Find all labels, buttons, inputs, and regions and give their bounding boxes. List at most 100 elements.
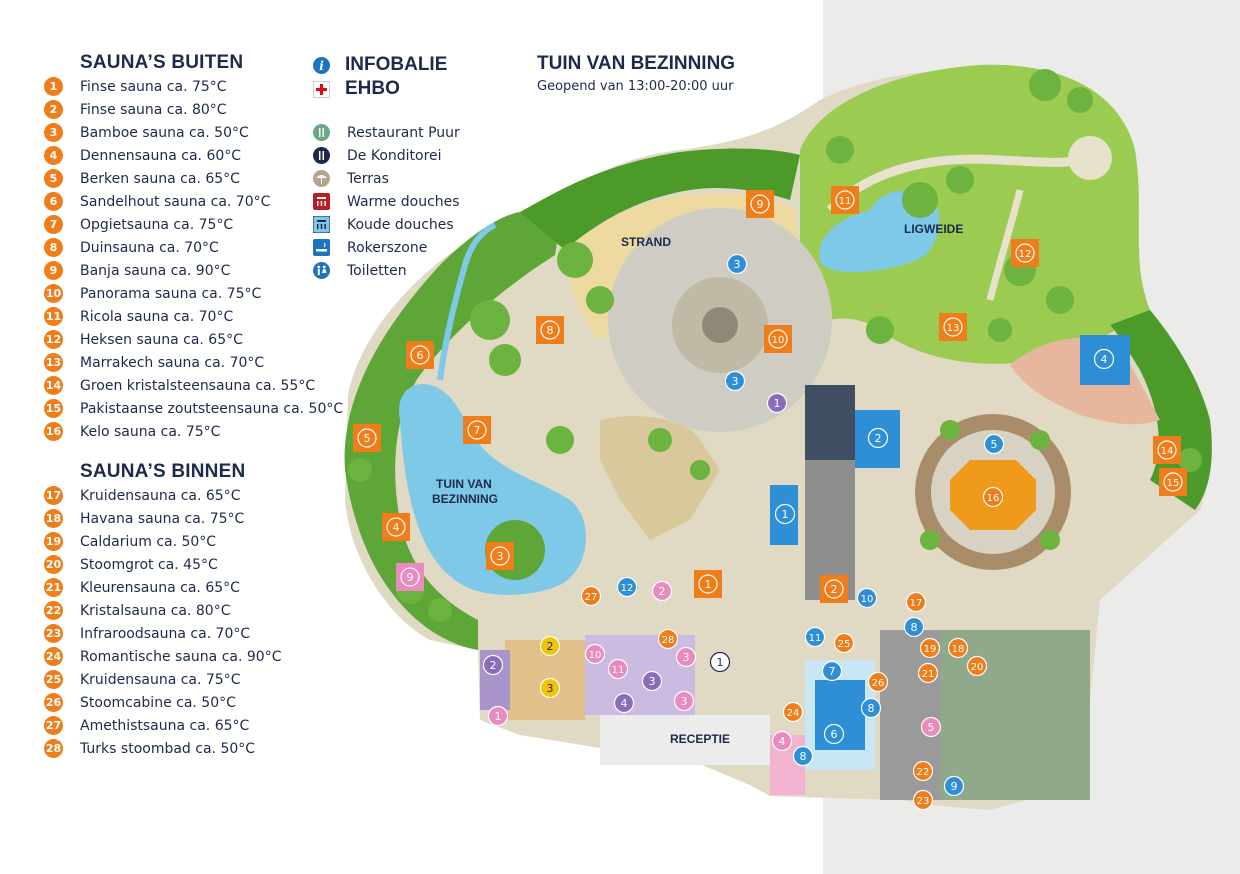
sauna-number-badge: 14	[44, 376, 63, 395]
map-marker: 22	[912, 760, 934, 782]
svg-text:3: 3	[732, 375, 739, 388]
map-marker: 2	[651, 580, 673, 602]
sauna-number-badge: 11	[44, 307, 63, 326]
facility-item: Rokerszone	[313, 236, 460, 259]
map-label-tuin-1: TUIN VAN	[436, 477, 492, 491]
smoking-icon	[313, 239, 330, 256]
map-marker: 21	[917, 662, 939, 684]
ehbo-label: EHBO	[345, 78, 400, 99]
map-marker: 8	[536, 316, 564, 344]
svg-text:2: 2	[659, 585, 666, 598]
ligweide-path	[826, 153, 1087, 214]
map-marker: 19	[919, 637, 941, 659]
tuin-stream	[437, 222, 497, 381]
svg-text:12: 12	[1019, 249, 1032, 260]
svg-text:4: 4	[779, 735, 786, 748]
map-marker: 4	[1093, 348, 1115, 370]
map-marker: 12	[616, 576, 638, 598]
svg-text:20: 20	[971, 662, 984, 673]
map-marker: 3	[539, 677, 561, 699]
map-marker: 5	[983, 433, 1005, 455]
map-label-receptie: RECEPTIE	[670, 732, 730, 746]
receptie-area	[600, 715, 770, 765]
map-label-ligweide: LIGWEIDE	[904, 222, 963, 236]
svg-text:1: 1	[705, 578, 712, 591]
map-marker: 4	[382, 513, 410, 541]
map-marker: 26	[867, 671, 889, 693]
map-marker: 11	[804, 626, 826, 648]
outdoor-title: SAUNA’S BUITEN	[80, 52, 244, 73]
map-marker: 18	[947, 637, 969, 659]
svg-text:3: 3	[547, 682, 554, 695]
sauna-number-badge: 4	[44, 146, 63, 165]
svg-text:8: 8	[547, 324, 554, 337]
legend-item: 25 Kruidensauna ca. 75°C	[44, 668, 281, 691]
map-marker: 3	[724, 370, 746, 392]
sauna-number-badge: 6	[44, 192, 63, 211]
sauna-label: Kleurensauna ca. 65°C	[80, 579, 240, 596]
svg-text:4: 4	[1101, 353, 1108, 366]
svg-text:6: 6	[831, 728, 838, 741]
svg-text:1: 1	[782, 508, 789, 521]
map-label-strand: STRAND	[621, 235, 671, 249]
sauna-number-badge: 7	[44, 215, 63, 234]
sauna-number-badge: 19	[44, 532, 63, 551]
sauna-number-badge: 22	[44, 601, 63, 620]
map-marker: 15	[1159, 468, 1187, 496]
sauna-label: Heksen sauna ca. 65°C	[80, 331, 243, 348]
map-marker: 6	[406, 341, 434, 369]
facility-item: Terras	[313, 167, 460, 190]
map-marker: 1	[709, 651, 731, 673]
legend-item: 17 Kruidensauna ca. 65°C	[44, 484, 281, 507]
svg-text:28: 28	[662, 635, 675, 646]
map-marker: 11	[607, 658, 629, 680]
sauna-number-badge: 9	[44, 261, 63, 280]
sauna-label: Kruidensauna ca. 65°C	[80, 487, 241, 504]
svg-text:27: 27	[585, 592, 598, 603]
headline-infobalie: i INFOBALIE	[313, 53, 460, 77]
svg-text:2: 2	[490, 659, 497, 672]
sauna-number-badge: 8	[44, 238, 63, 257]
sauna-number-badge: 1	[44, 77, 63, 96]
map-marker: 13	[939, 313, 967, 341]
map-marker: 5	[353, 424, 381, 452]
sauna-label: Finse sauna ca. 80°C	[80, 101, 227, 118]
svg-text:18: 18	[952, 644, 965, 655]
sauna-number-badge: 25	[44, 670, 63, 689]
sauna-label: Turks stoombad ca. 50°C	[80, 740, 256, 757]
svg-text:9: 9	[951, 780, 958, 793]
map-marker: 2	[867, 427, 889, 449]
map-marker: 11	[831, 186, 859, 214]
sauna-number-badge: 21	[44, 578, 63, 597]
headline-ehbo: EHBO	[313, 77, 460, 101]
central-lawn	[600, 416, 720, 540]
svg-text:15: 15	[1167, 478, 1180, 489]
toilet-icon	[313, 262, 330, 279]
sauna-label: Pakistaanse zoutsteensauna ca. 50°C	[80, 400, 344, 417]
svg-text:5: 5	[991, 438, 998, 451]
svg-text:16: 16	[987, 493, 1000, 504]
svg-text:3: 3	[649, 675, 656, 688]
map-marker: 10	[856, 587, 878, 609]
svg-text:25: 25	[838, 639, 851, 650]
facility-item: Restaurant Puur	[313, 121, 460, 144]
svg-text:5: 5	[364, 432, 371, 445]
sauna-label: Kruidensauna ca. 75°C	[80, 671, 241, 688]
sauna-number-badge: 23	[44, 624, 63, 643]
sauna-number-badge: 20	[44, 555, 63, 574]
svg-text:10: 10	[861, 594, 874, 605]
sauna-label: Stoomgrot ca. 45°C	[80, 556, 218, 573]
sauna-number-badge: 17	[44, 486, 63, 505]
